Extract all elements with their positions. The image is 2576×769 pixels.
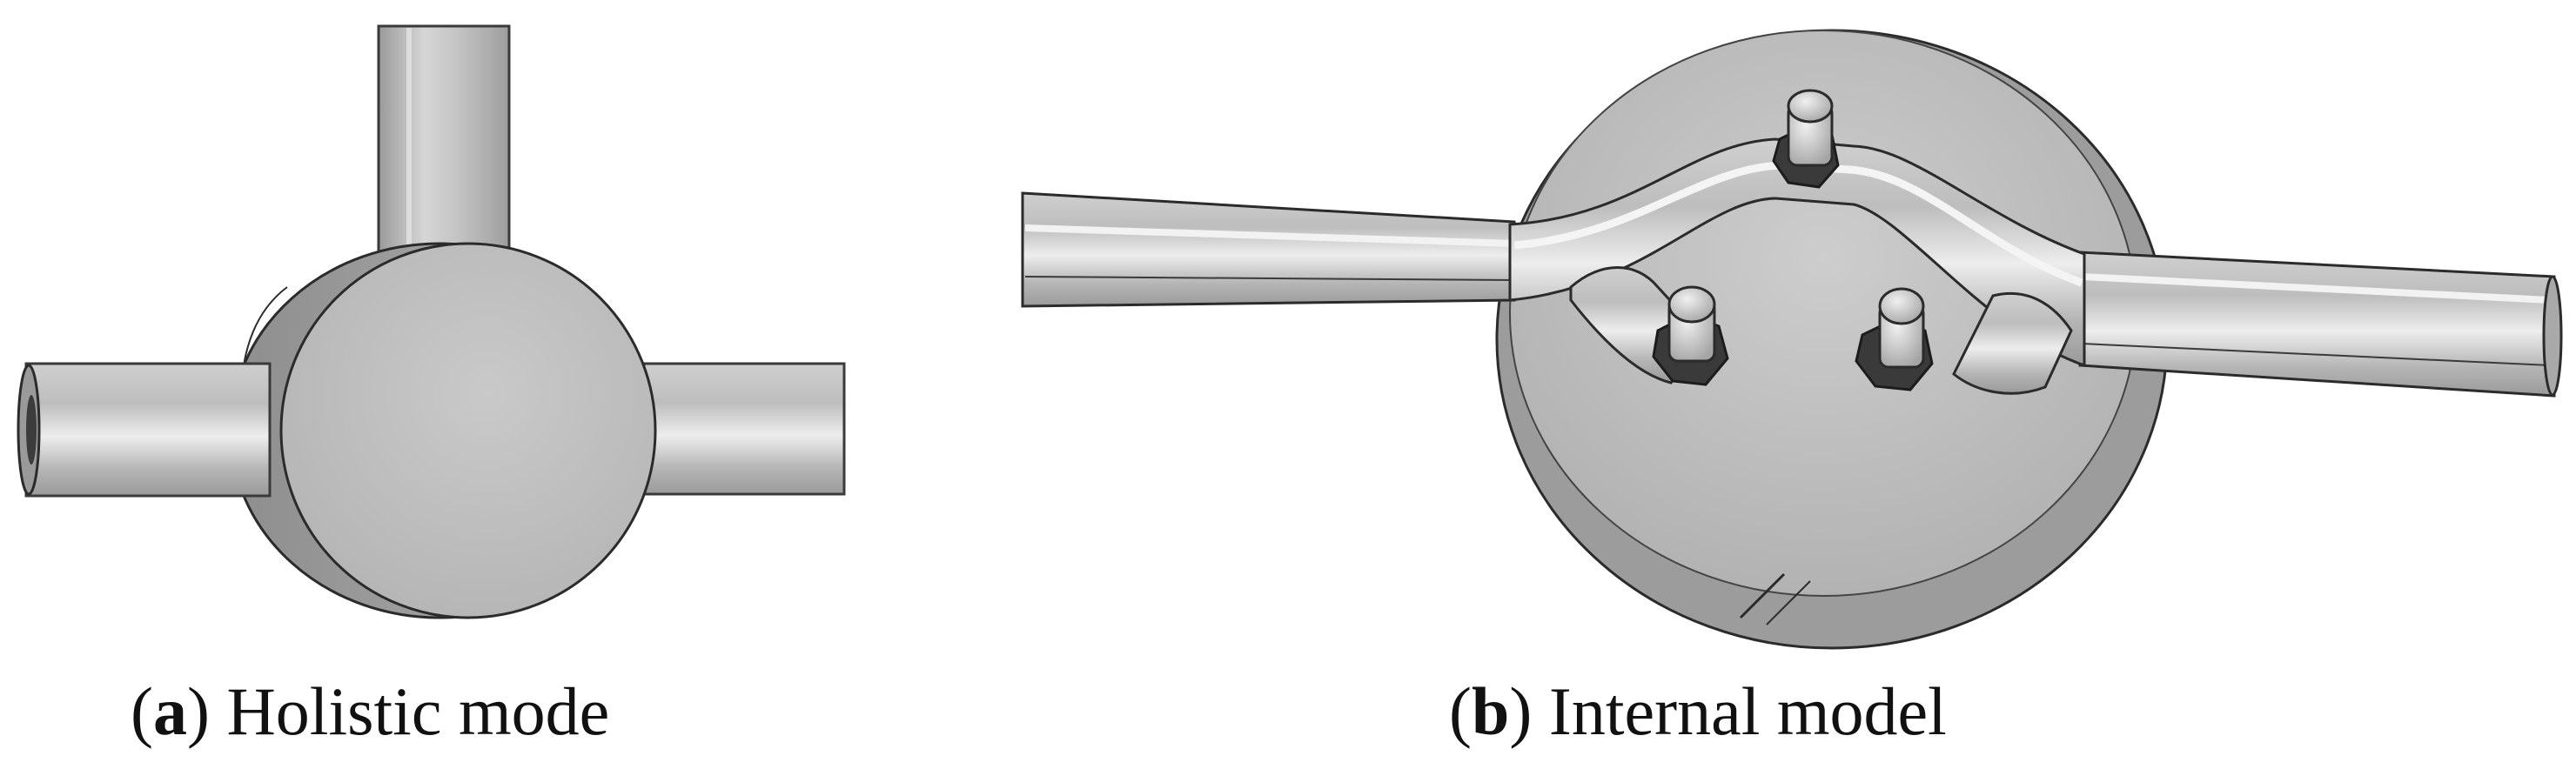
- caption-holistic-mode: (a) Holistic mode: [131, 673, 610, 749]
- right-nut-assembly: [1855, 287, 1934, 391]
- top-nut-assembly: [1772, 89, 1840, 189]
- internal-model-drawing: [1021, 29, 2563, 650]
- caption-text: Holistic mode: [226, 673, 610, 749]
- disc-face: [279, 242, 657, 619]
- caption-letter: a: [152, 673, 187, 749]
- top-pipe: [377, 24, 511, 280]
- caption-letter: b: [1471, 673, 1510, 749]
- right-branch-elbow: [1952, 291, 2073, 395]
- left-nut-assembly: [1652, 285, 1729, 386]
- right-pipe: [642, 362, 846, 496]
- left-straight-pipe: [1021, 191, 1516, 308]
- caption-internal-model: (b) Internal model: [1449, 673, 1947, 749]
- left-pipe: [17, 362, 272, 498]
- caption-text: Internal model: [1548, 673, 1947, 749]
- holistic-model-drawing: [17, 24, 846, 619]
- right-straight-pipe: [2078, 251, 2563, 398]
